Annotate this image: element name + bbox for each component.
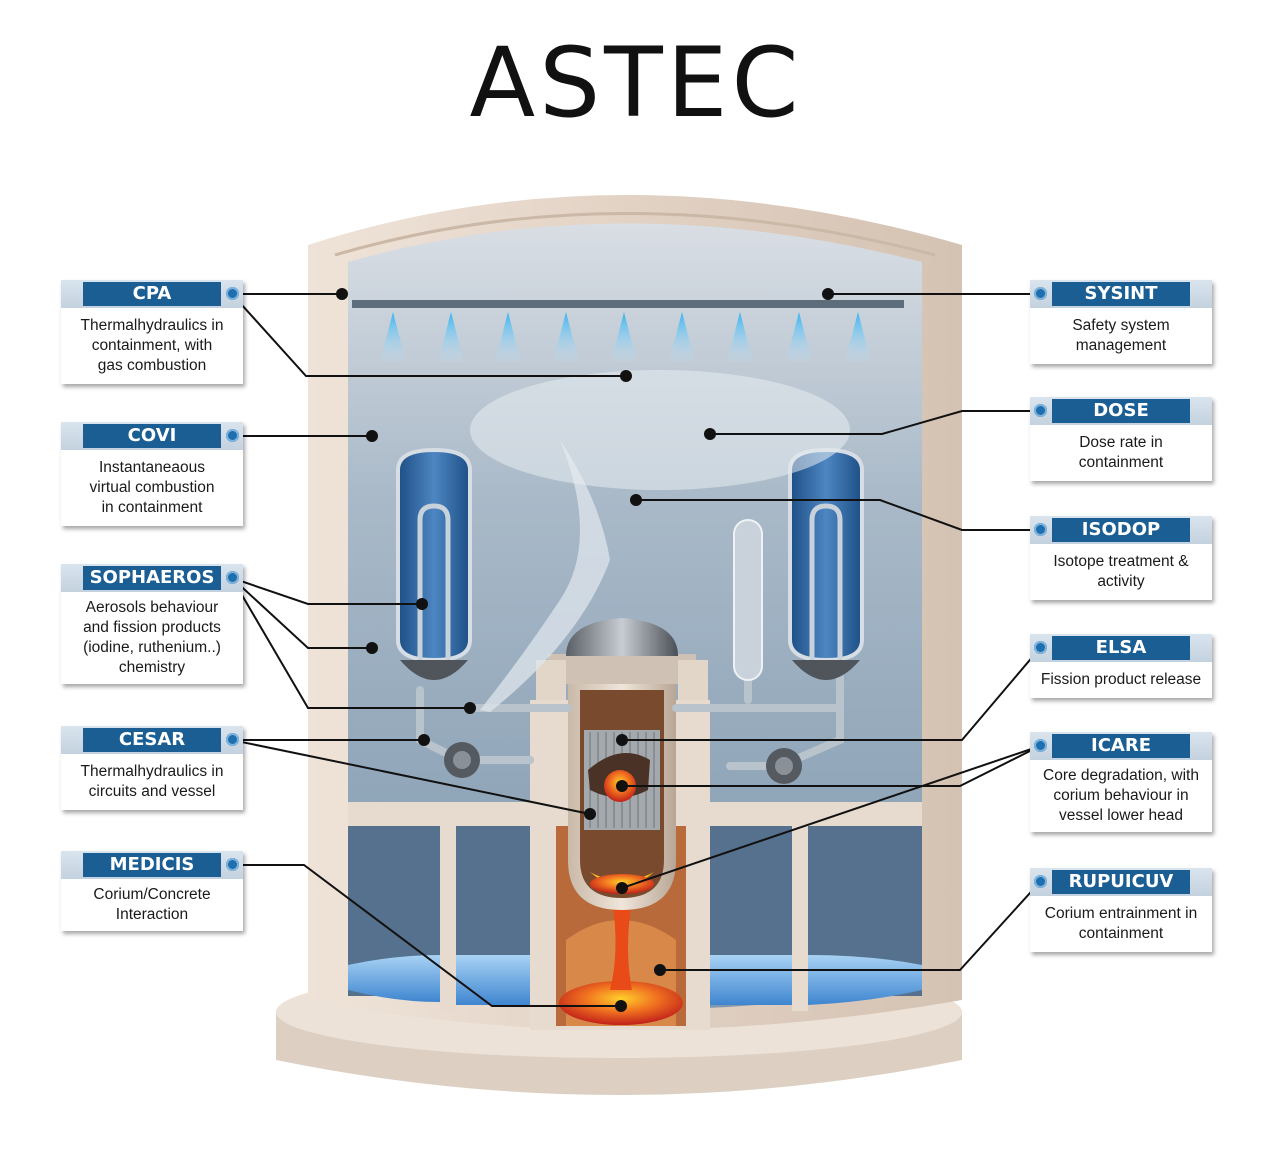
bullet-icon (1034, 287, 1047, 300)
vessel-head (566, 618, 678, 656)
bullet-icon (1034, 523, 1047, 536)
module-desc-elsa: Fission product release (1040, 671, 1202, 688)
module-desc-rupuicuv: Corium entrainment in containment (1044, 905, 1198, 942)
module-desc-sophaeros: Aerosols behaviour and fission products … (83, 599, 221, 676)
module-desc-cesar: Thermalhydraulics in circuits and vessel (80, 763, 224, 800)
cold-leg-left (416, 686, 534, 764)
module-name-covi: COVI (83, 424, 221, 448)
module-name-cpa: CPA (83, 282, 221, 306)
steam-generator-left (396, 447, 472, 680)
module-desc-cpa: Thermalhydraulics in containment, with g… (80, 317, 224, 374)
water-pool (348, 955, 440, 1002)
module-name-icare: ICARE (1052, 734, 1190, 758)
module-name-cesar: CESAR (83, 728, 221, 752)
pressurizer (733, 519, 763, 681)
module-name-dose: DOSE (1052, 399, 1190, 423)
callout-rupuicuv: RUPUICUV Corium entrainment in containme… (1030, 868, 1212, 952)
bullet-icon (1034, 641, 1047, 654)
callout-sysint: SYSINT Safety system management (1030, 280, 1212, 364)
module-desc-dose: Dose rate in containment (1078, 434, 1164, 471)
bullet-icon (1034, 739, 1047, 752)
steam-generator-right (788, 447, 864, 680)
cold-leg-right (726, 696, 844, 770)
module-name-isodop: ISODOP (1052, 518, 1190, 542)
water-pool (456, 955, 540, 1005)
coolant-pump-left (444, 742, 480, 778)
module-desc-medicis: Corium/Concrete Interaction (93, 886, 211, 923)
callout-sophaeros: SOPHAEROS Aerosols behaviour and fission… (61, 564, 243, 684)
module-desc-sysint: Safety system management (1072, 317, 1170, 354)
corium-jet (610, 900, 632, 990)
bullet-icon (226, 571, 239, 584)
callout-isodop: ISODOP Isotope treatment & activity (1030, 516, 1212, 600)
spray-nozzles (380, 312, 871, 362)
module-name-medicis: MEDICIS (83, 853, 221, 877)
leader-lines (231, 293, 1041, 1007)
bullet-icon (226, 858, 239, 871)
callout-dose: DOSE Dose rate in containment (1030, 397, 1212, 481)
module-desc-covi: Instantaneaous virtual combustion in con… (89, 459, 215, 516)
bullet-icon (1034, 404, 1047, 417)
aerosol-cloud (470, 370, 850, 490)
bullet-icon (226, 733, 239, 746)
callout-covi: COVI Instantaneaous virtual combustion i… (61, 422, 243, 526)
module-name-sophaeros: SOPHAEROS (83, 566, 221, 590)
compartment-wall (440, 826, 456, 1011)
callout-cesar: CESAR Thermalhydraulics in circuits and … (61, 726, 243, 810)
diagram-title: ASTEC (469, 27, 803, 139)
leader-dots (336, 288, 834, 1012)
module-name-elsa: ELSA (1052, 636, 1190, 660)
module-name-rupuicuv: RUPUICUV (1052, 870, 1190, 894)
callout-icare: ICARE Core degradation, with corium beha… (1030, 732, 1212, 832)
module-desc-icare: Core degradation, with corium behaviour … (1043, 767, 1199, 824)
compartment-wall (792, 826, 808, 1011)
bullet-icon (1034, 875, 1047, 888)
module-name-sysint: SYSINT (1052, 282, 1190, 306)
callout-elsa: ELSA Fission product release (1030, 634, 1212, 698)
module-desc-isodop: Isotope treatment & activity (1053, 553, 1189, 590)
callout-medicis: MEDICIS Corium/Concrete Interaction (61, 851, 243, 931)
water-pool (700, 955, 792, 1005)
water-pool (808, 955, 922, 1005)
bullet-icon (226, 287, 239, 300)
break-jet (480, 440, 610, 712)
callout-cpa: CPA Thermalhydraulics in containment, wi… (61, 280, 243, 384)
spray-header (352, 300, 904, 308)
bullet-icon (226, 429, 239, 442)
coolant-pump-right (766, 748, 802, 784)
